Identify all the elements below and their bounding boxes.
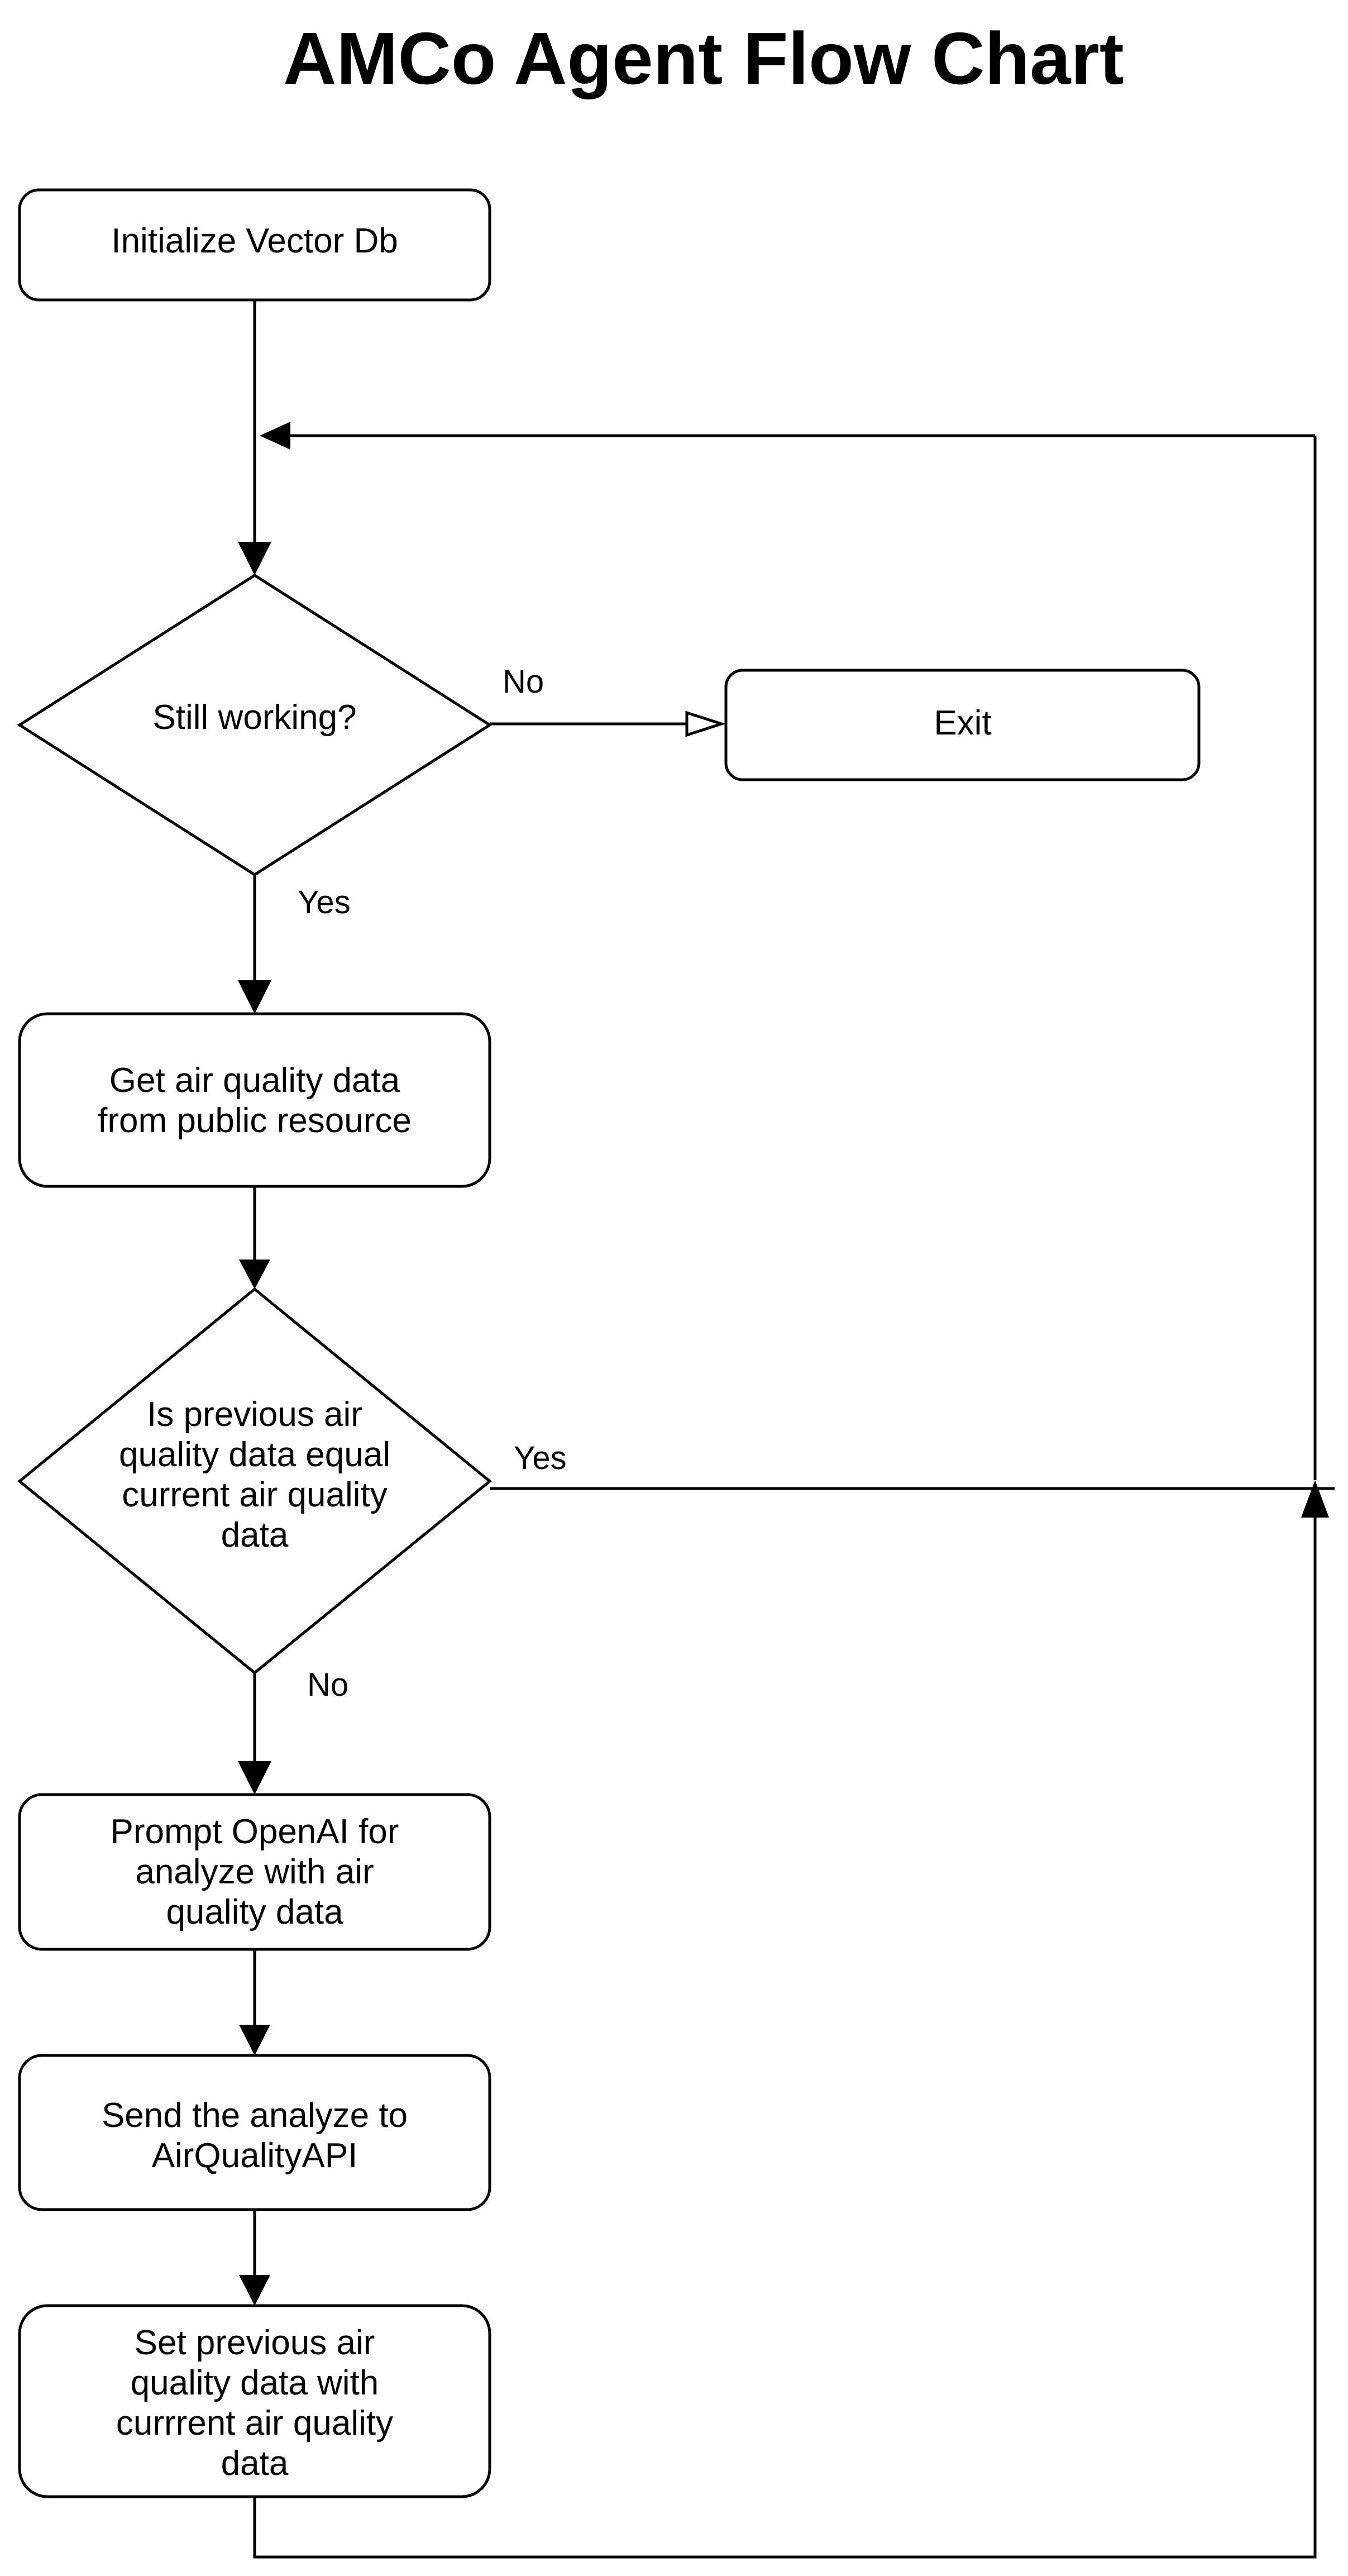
decision-label: Is previous air xyxy=(147,1395,362,1434)
edge-label-no-prompt: No xyxy=(307,1667,348,1703)
node-prompt-openai xyxy=(18,1793,491,1951)
arrowhead xyxy=(239,2025,270,2055)
decision-label: data xyxy=(221,1516,289,1554)
chart-title: AMCo Agent Flow Chart xyxy=(283,17,1124,99)
decision-is-previous-equal xyxy=(17,1287,492,1675)
node-exit xyxy=(724,669,1201,781)
edge-label-yes-equal: Yes xyxy=(514,1440,567,1476)
edge-label-no-exit: No xyxy=(503,664,544,700)
arrowhead xyxy=(238,980,271,1014)
node-label: Prompt OpenAI for xyxy=(111,1812,399,1851)
edge-label-yes-continue: Yes xyxy=(298,884,351,920)
arrowhead xyxy=(239,1260,270,1289)
decision-label: Still working? xyxy=(152,698,356,737)
node-label: from public resource xyxy=(98,1101,412,1140)
node-label: Get air quality data xyxy=(109,1061,400,1100)
node-label: data xyxy=(221,2444,289,2483)
node-label: analyze with air xyxy=(135,1853,374,1891)
node-label: Exit xyxy=(934,704,991,742)
node-label: quality data with xyxy=(131,2364,379,2402)
node-label: currrent air quality xyxy=(116,2404,393,2443)
arrowhead xyxy=(238,542,271,575)
arrowhead xyxy=(238,1761,271,1795)
node-label: AirQualityAPI xyxy=(152,2136,358,2175)
node-label: quality data xyxy=(166,1893,343,1931)
node-send-to-airqualityapi xyxy=(18,2054,491,2211)
node-get-air-quality-data xyxy=(18,1012,491,1188)
open-arrowhead xyxy=(685,710,726,737)
node-label: Set previous air xyxy=(135,2324,375,2362)
node-label: Send the analyze to xyxy=(102,2096,408,2135)
node-label: Initialize Vector Db xyxy=(111,222,398,260)
node-initialize-vector-db xyxy=(18,188,491,302)
node-set-previous-data xyxy=(18,2304,491,2498)
arrowhead xyxy=(1301,1480,1329,1518)
decision-still-working xyxy=(17,574,493,876)
decision-label: current air quality xyxy=(122,1476,388,1514)
edge-set-prev-loop-back xyxy=(253,1515,1317,2559)
arrowhead xyxy=(239,2275,270,2306)
decision-label: quality data equal xyxy=(119,1435,390,1474)
arrowhead xyxy=(260,422,290,450)
